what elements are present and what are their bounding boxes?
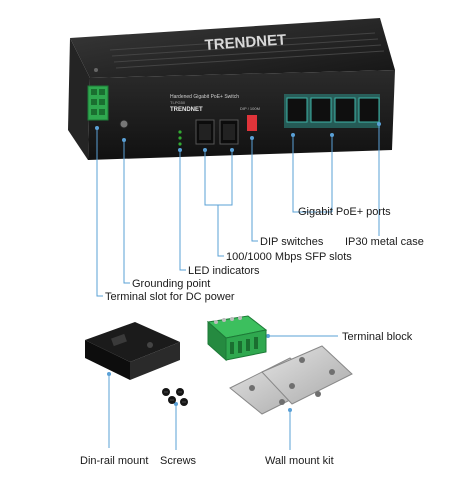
label-screws: Screws — [160, 455, 197, 467]
switch-left-face — [68, 38, 90, 160]
label-dip-switches: DIP switches — [260, 236, 324, 248]
switch-front-face — [88, 70, 395, 160]
led-indicators — [178, 130, 182, 146]
switch-device: TRENDNET Hardened Gigabit PoE+ Switch TI… — [68, 18, 395, 160]
side-screw — [94, 68, 98, 72]
label-wall-mount-kit: Wall mount kit — [265, 455, 334, 467]
label-terminal-block: Terminal block — [342, 331, 413, 343]
front-model: TI-PG50 — [170, 100, 186, 105]
grounding-screw — [119, 119, 129, 129]
dc-terminal — [87, 85, 109, 121]
label-led-indicators: LED indicators — [188, 265, 260, 277]
din-rail-mount-image — [85, 322, 180, 380]
brand-logo-top: TRENDNET — [204, 31, 287, 54]
label-din-rail-mount: Din-rail mount — [80, 455, 149, 467]
front-logo: TRENDNET — [170, 107, 203, 113]
gigabit-ports — [284, 94, 380, 128]
dip-label-mark: DIP / 100M — [240, 106, 260, 111]
screws-image — [162, 388, 188, 406]
callout-dots — [95, 122, 381, 412]
wall-mount-kit-image — [229, 345, 353, 415]
label-grounding-point: Grounding point — [132, 278, 211, 290]
heatsink-ridges — [109, 32, 385, 69]
terminal-block-image — [206, 315, 268, 362]
sfp-slots — [195, 119, 239, 145]
callout-lines — [96, 124, 380, 450]
label-sfp-slots: 100/1000 Mbps SFP slots — [226, 251, 352, 263]
label-gigabit-ports: Gigabit PoE+ ports — [298, 206, 391, 218]
front-title: Hardened Gigabit PoE+ Switch — [170, 94, 239, 100]
label-ip30-case: IP30 metal case — [345, 236, 424, 248]
dip-switch-block — [247, 115, 257, 131]
label-terminal-slot: Terminal slot for DC power — [105, 291, 235, 303]
